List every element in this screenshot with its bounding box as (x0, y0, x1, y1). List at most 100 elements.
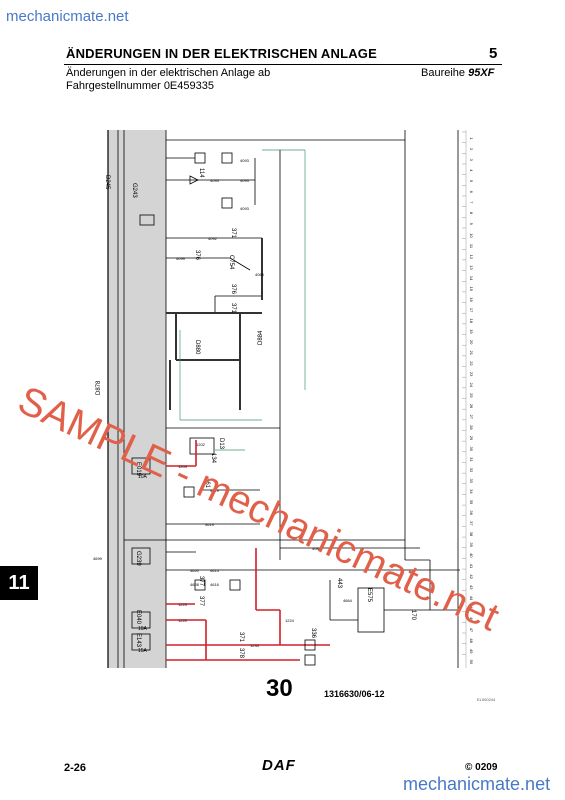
grid-number: 5 (469, 180, 474, 183)
wire-code: 461 (204, 478, 210, 489)
component-D13: D13 (218, 438, 224, 450)
wire-code: 336 (310, 628, 316, 639)
terminal-number: 1224 (285, 618, 295, 623)
grid-number: 24 (469, 383, 474, 388)
terminal-number: 4093 (210, 178, 220, 183)
component-E143: E143 (135, 633, 141, 648)
grid-number: 50 (469, 660, 474, 665)
grid-number: 19 (469, 329, 474, 334)
grid-number: 43 (469, 585, 474, 590)
terminal-number: 1202 (196, 442, 206, 447)
grid-number: 7 (469, 201, 474, 204)
fuse-value: 10A (138, 626, 148, 632)
grid-number: 46 (469, 617, 474, 622)
green-wiring (179, 149, 306, 451)
grid-number: 10 (469, 233, 474, 238)
connector-band (108, 130, 166, 668)
wire-code: 371 (230, 303, 236, 314)
fuse-value: 10A (138, 474, 148, 480)
subtitle-line-2: Fahrgestellnummer 0E459335 (66, 80, 214, 92)
grid-number: 44 (469, 596, 474, 601)
grid-number: 27 (469, 414, 474, 419)
terminal-number: 1220 (178, 618, 188, 623)
terminal-number: 4093 (240, 206, 250, 211)
grid-number: 1 (469, 137, 474, 140)
grid-number: 47 (469, 628, 474, 633)
grid-number: 41 (469, 564, 474, 569)
grid-number: 39 (469, 542, 474, 547)
grid-number: 48 (469, 638, 474, 643)
component-G239: G239 (135, 551, 141, 566)
grid-number: 21 (469, 351, 474, 356)
grid-ticks: 1234567891011121314151617181920212223242… (462, 131, 474, 665)
lower-wiring (131, 579, 460, 666)
fuse-value: 15A (138, 648, 148, 654)
drawing-number: 1316630/06-12 (324, 689, 385, 699)
grid-number: 37 (469, 521, 474, 526)
wire-code: 376 (230, 284, 236, 295)
grid-number: 4 (469, 169, 474, 172)
grid-number: 13 (469, 265, 474, 270)
grid-number: 9 (469, 223, 474, 226)
component-D878: D878 (96, 380, 102, 395)
terminal-number: 1203 (178, 464, 188, 469)
terminal-number: 4614 (210, 568, 220, 573)
grid-number: 23 (469, 372, 474, 377)
grid-number: 18 (469, 319, 474, 324)
component-E040: E040 (135, 610, 141, 625)
wire-code: 378 (238, 648, 244, 659)
heavy-wiring (166, 238, 263, 410)
grid-number: 11 (469, 244, 474, 249)
grid-number: 2 (469, 148, 474, 151)
terminal-number: 4619 (205, 522, 215, 527)
component-labels: D245 G243 C754 D880 D884 D878 D13 E019 G… (96, 175, 372, 648)
header-divider (64, 64, 502, 65)
grid-number: 32 (469, 468, 474, 473)
watermark-top: mechanicmate.net (6, 8, 129, 25)
chapter-tab[interactable]: 11 (0, 566, 38, 600)
series-label: Baureihe 95XF (421, 67, 494, 79)
component-E019: E019 (135, 462, 141, 477)
terminal-number: 4092 (208, 236, 218, 241)
terminal-number: 4620 (190, 568, 200, 573)
subtitle-line-1: Änderungen in der elektrischen Anlage ab (66, 67, 271, 79)
terminal-number: 4699 (93, 556, 103, 561)
grid-number: 34 (469, 489, 474, 494)
page-title: ÄNDERUNGEN IN DER ELEKTRISCHEN ANLAGE (66, 46, 377, 61)
copyright: © 0209 (465, 762, 498, 773)
wire-code: 377 (198, 596, 204, 607)
wire-code: 371 (230, 228, 236, 239)
grid-number: 8 (469, 212, 474, 215)
wire-code: 114 (198, 168, 204, 178)
series-model: 95XF (468, 67, 495, 79)
terminal-number: 1234 (250, 643, 260, 648)
grid-number: 29 (469, 436, 474, 441)
terminal-number: 4619 (210, 488, 220, 493)
middle-wiring (124, 150, 460, 610)
wire-code-labels: 114 371 376 376 371 443 377 377 371 336 … (194, 168, 416, 659)
terminal-number: 4093 (240, 158, 250, 163)
grid-number: 14 (469, 276, 474, 281)
grid-number: 20 (469, 340, 474, 345)
component-E575: E575 (366, 588, 372, 603)
terminal-number: 4664 (343, 598, 353, 603)
component-D880: D880 (194, 340, 200, 355)
grid-number: 28 (469, 425, 474, 430)
grid-number: 35 (469, 500, 474, 505)
wire-code: 376 (194, 250, 200, 261)
terminal-labels: 4093 4092 4093 4093 4093 4065 4099 4619 … (93, 158, 353, 648)
upper-wiring (139, 152, 262, 312)
grid-number: 31 (469, 457, 474, 462)
terminal-number: 1223 (178, 602, 188, 607)
grid-number: 33 (469, 478, 474, 483)
drawing-reference: EL000244 (477, 697, 496, 702)
grid-number: 17 (469, 308, 474, 313)
terminal-number: 4616 (210, 582, 220, 587)
terminal-number: 4628 (190, 582, 200, 587)
component-D245: D245 (104, 175, 110, 190)
grid-number: 15 (469, 287, 474, 292)
page-number: 2-26 (64, 762, 87, 774)
grid-number: 45 (469, 606, 474, 611)
terminal-number: 4093 (240, 178, 250, 183)
grid-number: 6 (469, 191, 474, 194)
